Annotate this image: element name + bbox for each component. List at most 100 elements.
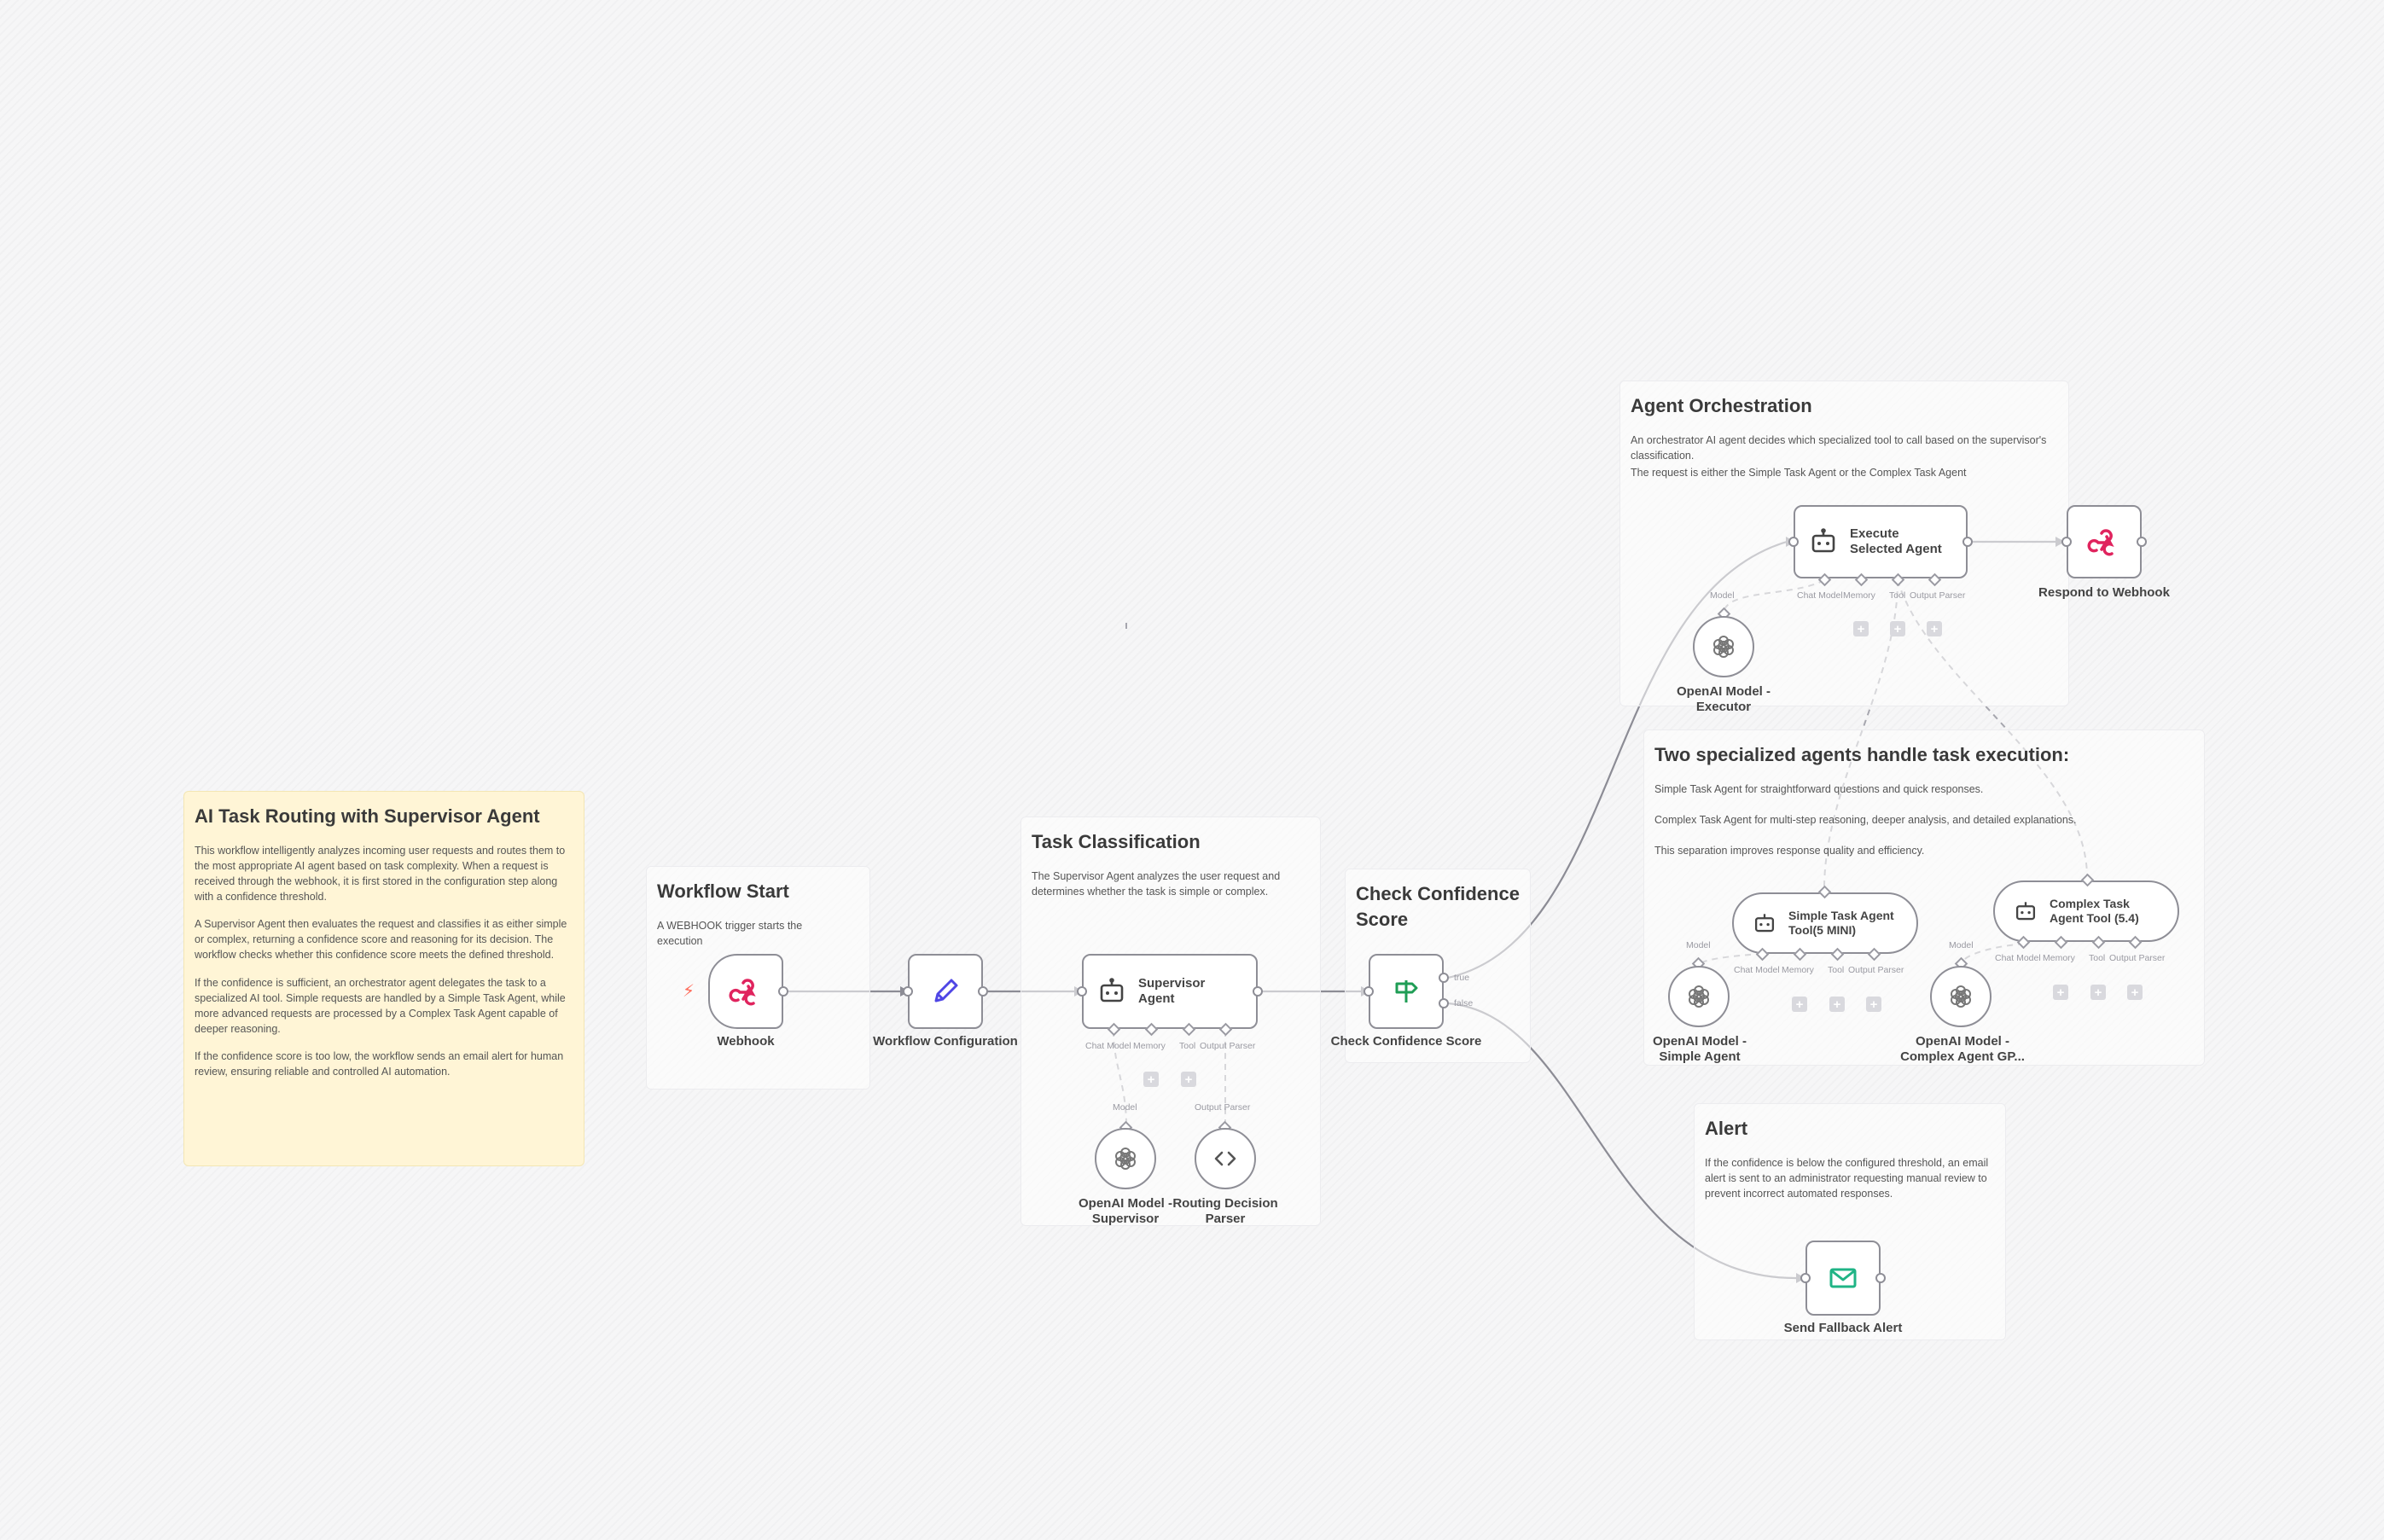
supervisor-agent-label: Supervisor Agent <box>1138 976 1205 1007</box>
routing-decision-parser-label: Routing Decision Parser <box>1166 1196 1285 1227</box>
simple-tool-label: Simple Task Agent Tool(5 MINI) <box>1788 909 1894 938</box>
agent-orchestration-text-2: The request is either the Simple Task Ag… <box>1631 466 1967 479</box>
webhook-node[interactable] <box>708 954 783 1029</box>
check-false-port[interactable] <box>1439 998 1449 1008</box>
supervisor-agent-node[interactable]: Supervisor Agent <box>1082 954 1258 1029</box>
config-output-port[interactable] <box>978 986 988 997</box>
complex-tool-label-port: Tool <box>2089 953 2106 963</box>
parser-line-1: Routing Decision <box>1172 1196 1278 1211</box>
complex-chat-model-label: Chat Model <box>1995 953 2041 963</box>
workflow-start-title: Workflow Start <box>657 880 789 902</box>
fallback-input-port[interactable] <box>1800 1273 1811 1283</box>
fallback-output-port[interactable] <box>1875 1273 1886 1283</box>
model-executor-line-1: OpenAI Model - <box>1677 684 1771 699</box>
respond-to-webhook-node[interactable] <box>2067 505 2142 578</box>
respond-input-port[interactable] <box>2061 537 2072 547</box>
respond-output-port[interactable] <box>2137 537 2147 547</box>
simple-task-agent-tool-node[interactable]: Simple Task Agent Tool(5 MINI) <box>1732 892 1918 954</box>
simple-memory-label: Memory <box>1782 965 1814 975</box>
model-complex-line-1: OpenAI Model - <box>1916 1034 2009 1049</box>
execute-input-port[interactable] <box>1788 537 1799 547</box>
trigger-lightning-icon: ⚡ <box>683 982 695 1001</box>
overview-note-title: AI Task Routing with Supervisor Agent <box>195 805 540 827</box>
model-complex-line-2: Complex Agent GP... <box>1900 1049 2025 1064</box>
model-supervisor-line-1: OpenAI Model - <box>1079 1196 1172 1211</box>
execute-label-line-2: Selected Agent <box>1850 542 1942 556</box>
execute-selected-agent-node[interactable]: Execute Selected Agent <box>1794 505 1968 578</box>
complex-add-memory-button[interactable]: + <box>2053 985 2068 1000</box>
check-input-port[interactable] <box>1364 986 1374 997</box>
openai-model-complex-node[interactable] <box>1930 966 1992 1027</box>
supervisor-memory-label: Memory <box>1133 1041 1166 1051</box>
routing-decision-parser-node[interactable] <box>1195 1128 1256 1189</box>
openai-model-executor-label: OpenAI Model - Executor <box>1655 684 1792 715</box>
execute-add-parser-button[interactable]: + <box>1927 621 1942 636</box>
model-executor-port-label: Model <box>1710 590 1735 601</box>
code-brackets-icon <box>1212 1146 1238 1171</box>
overview-note-paragraph-1: This workflow intelligently analyzes inc… <box>195 844 566 904</box>
supervisor-add-tool-button[interactable]: + <box>1181 1072 1196 1087</box>
respond-to-webhook-label: Respond to Webhook <box>2038 585 2170 600</box>
supervisor-output-port[interactable] <box>1253 986 1263 997</box>
specialized-agents-title: Two specialized agents handle task execu… <box>1654 744 2070 765</box>
model-supervisor-line-2: Supervisor <box>1091 1212 1160 1226</box>
complex-tool-label: Complex Task Agent Tool (5.4) <box>2050 897 2139 926</box>
agent-orchestration-title: Agent Orchestration <box>1631 395 1812 416</box>
simple-robot-icon <box>1753 911 1776 935</box>
check-confidence-node[interactable] <box>1369 954 1444 1029</box>
check-confidence-label: Check Confidence Score <box>1330 1034 1482 1049</box>
supervisor-add-memory-button[interactable]: + <box>1143 1072 1159 1087</box>
overview-note[interactable]: AI Task Routing with Supervisor Agent Th… <box>183 791 584 1166</box>
complex-robot-icon <box>2014 899 2038 923</box>
supervisor-input-port[interactable] <box>1077 986 1087 997</box>
workflow-configuration-label: Workflow Configuration <box>873 1034 1018 1049</box>
model-complex-port-label: Model <box>1949 940 1974 950</box>
openai-model-supervisor-node[interactable] <box>1095 1128 1156 1189</box>
agent-orchestration-text-1: An orchestrator AI agent decides which s… <box>1631 433 2047 462</box>
webhook-label: Webhook <box>717 1034 775 1049</box>
specialized-agents-line-2: Complex Task Agent for multi-step reason… <box>1654 813 2077 826</box>
send-fallback-alert-node[interactable] <box>1805 1241 1881 1316</box>
execute-agent-label: Execute Selected Agent <box>1850 526 1942 557</box>
simple-chat-model-label: Chat Model <box>1734 965 1780 975</box>
complex-add-parser-button[interactable]: + <box>2127 985 2143 1000</box>
supervisor-label-line-1: Supervisor <box>1138 976 1206 991</box>
specialized-agents-line-3: This separation improves response qualit… <box>1654 844 1925 857</box>
simple-add-parser-button[interactable]: + <box>1866 997 1881 1012</box>
simple-tool-line-2: Tool(5 MINI) <box>1788 923 1857 937</box>
task-classification-title: Task Classification <box>1032 831 1201 852</box>
alert-text: If the confidence is below the configure… <box>1705 1156 1989 1200</box>
complex-tool-line-1: Complex Task <box>2050 897 2130 911</box>
overview-note-paragraph-3: If the confidence is sufficient, an orch… <box>195 976 566 1035</box>
pencil-icon <box>929 975 962 1008</box>
simple-tool-label-port: Tool <box>1828 965 1845 975</box>
complex-memory-label: Memory <box>2043 953 2075 963</box>
complex-task-agent-tool-node[interactable]: Complex Task Agent Tool (5.4) <box>1993 880 2179 942</box>
supervisor-label-line-2: Agent <box>1138 991 1175 1006</box>
model-supervisor-port-label: Model <box>1113 1102 1137 1113</box>
check-true-port[interactable] <box>1439 973 1449 983</box>
simple-add-memory-button[interactable]: + <box>1792 997 1807 1012</box>
execute-robot-icon <box>1809 527 1838 556</box>
execute-add-memory-button[interactable]: + <box>1853 621 1869 636</box>
parser-port-label: Output Parser <box>1195 1102 1251 1113</box>
openai-model-simple-node[interactable] <box>1668 966 1730 1027</box>
complex-output-parser-label: Output Parser <box>2109 953 2166 963</box>
overview-note-paragraph-2: A Supervisor Agent then evaluates the re… <box>195 918 567 962</box>
specialized-agents-line-1: Simple Task Agent for straightforward qu… <box>1654 782 1984 795</box>
execute-memory-label: Memory <box>1843 590 1875 601</box>
simple-add-tool-button[interactable]: + <box>1829 997 1845 1012</box>
openai-model-executor-node[interactable] <box>1693 616 1754 677</box>
overview-note-paragraph-4: If the confidence score is too low, the … <box>195 1050 564 1078</box>
model-simple-line-1: OpenAI Model - <box>1653 1034 1747 1049</box>
signpost-icon <box>1390 975 1422 1008</box>
execute-add-tool-button[interactable]: + <box>1890 621 1905 636</box>
execute-output-port[interactable] <box>1962 537 1973 547</box>
workflow-configuration-node[interactable] <box>908 954 983 1029</box>
config-input-port[interactable] <box>903 986 913 997</box>
complex-add-tool-button[interactable]: + <box>2090 985 2106 1000</box>
webhook-output-port[interactable] <box>778 986 788 997</box>
workflow-start-text: A WEBHOOK trigger starts the execution <box>657 919 803 947</box>
check-false-label: false <box>1454 998 1474 1008</box>
